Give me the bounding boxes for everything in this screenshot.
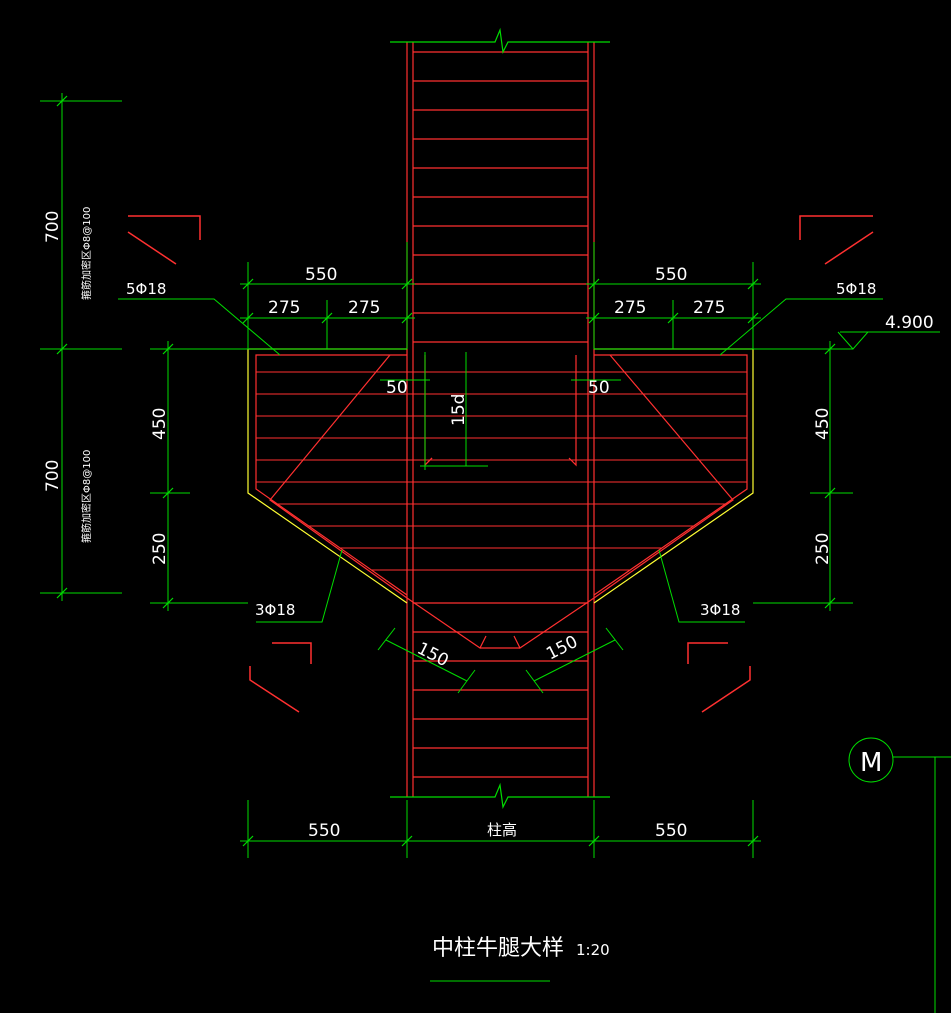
dim-bottom-right: 550	[655, 821, 687, 841]
rebar-bottom-left: 3Φ18	[255, 601, 295, 619]
dim-top-left-b: 275	[348, 298, 380, 318]
drawing-title: 中柱牛腿大样	[432, 936, 564, 961]
dim-top-right-total: 550	[655, 265, 687, 285]
dim-top-left-total: 550	[305, 265, 337, 285]
dim-top-right-a: 275	[614, 298, 646, 318]
rebar-top-left: 5Φ18	[126, 280, 166, 298]
dim-top-left-a: 275	[268, 298, 300, 318]
dim-far-left-700-bot: 700	[43, 460, 63, 492]
dim-far-left-700-top: 700	[43, 211, 63, 243]
dim-right-250: 250	[813, 533, 833, 565]
elevation-label: 4.900	[885, 313, 934, 333]
corbel-bars	[256, 371, 747, 571]
section-marks	[127, 215, 874, 713]
drawing-scale: 1:20	[576, 941, 610, 959]
dim-inner-50-right: 50	[588, 378, 610, 398]
dim-diag-150-left: 150	[414, 639, 452, 672]
dimension-ticks	[56, 95, 836, 847]
diagonal-bars	[269, 354, 734, 649]
column-stirrups	[413, 51, 588, 778]
corbel-outline	[247, 348, 754, 604]
dim-bottom-left: 550	[308, 821, 340, 841]
dim-anchor-15d: 15d	[449, 394, 469, 426]
rebar-bottom-right: 3Φ18	[700, 601, 740, 619]
dim-bottom-mid: 柱高	[487, 821, 517, 839]
dim-left-250: 250	[150, 533, 170, 565]
dimension-lines	[40, 93, 951, 1013]
dim-right-450: 450	[813, 408, 833, 440]
marker-label: M	[860, 748, 882, 778]
break-lines	[390, 27, 610, 810]
dim-top-right-b: 275	[693, 298, 725, 318]
rebar-top-right: 5Φ18	[836, 280, 876, 298]
column	[406, 42, 595, 797]
dim-left-450: 450	[150, 408, 170, 440]
note-stirrup-upper: 箍筋加密区Φ8@100	[80, 207, 93, 300]
note-stirrup-lower: 箍筋加密区Φ8@100	[80, 450, 93, 543]
dim-inner-50-left: 50	[386, 378, 408, 398]
